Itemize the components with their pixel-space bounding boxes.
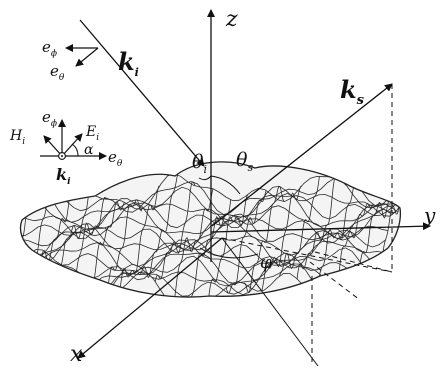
mesh-line (225, 190, 267, 294)
scattered-wave-vector (211, 83, 393, 227)
mesh-line (119, 185, 161, 290)
inset-e-phi-label: eϕ (42, 108, 57, 129)
mesh-line (243, 185, 285, 294)
inset-h-label: Hi (9, 128, 25, 147)
top-e-theta-label: eθ (50, 62, 65, 83)
basis-vectors-top (65, 44, 99, 67)
mesh-line (0, 187, 18, 291)
mesh-line (172, 188, 214, 298)
y-axis-label: y (423, 203, 436, 227)
inset-e-label: Ei (85, 124, 99, 143)
incident-angle-arc (198, 175, 212, 181)
incident-wave-label: ki (118, 47, 139, 79)
inset-alpha-label: α (84, 142, 94, 158)
x-axis-label: x (70, 342, 83, 367)
y-axis-line (210, 222, 431, 233)
mesh-line (208, 193, 249, 298)
inset-k-label: ki (56, 165, 71, 187)
mesh-line (154, 181, 196, 282)
mesh-line (279, 176, 320, 277)
azimuth-angle-arc (199, 247, 259, 259)
axes (77, 9, 431, 367)
incident-wave-vector (79, 19, 205, 167)
mesh-line (137, 174, 178, 279)
projection-lines (221, 84, 393, 362)
scattered-wave-label: ks (340, 75, 365, 108)
x-axis-line (77, 237, 223, 359)
mesh-line (101, 199, 143, 295)
inset-e-theta-label: eθ (108, 148, 123, 169)
z-axis-label: z (225, 7, 238, 32)
incident-angle-label: θi (192, 151, 207, 176)
mesh-line (296, 175, 338, 279)
lower-ray-line (221, 237, 319, 367)
polarization-inset (40, 119, 107, 160)
mesh-line (261, 185, 302, 292)
mesh-line (314, 181, 356, 294)
scattered-angle-arc (210, 175, 241, 195)
scattered-angle-label: θs (236, 149, 253, 174)
azimuth-angle-label: φ (260, 253, 272, 273)
top-e-phi-label: eϕ (42, 38, 57, 59)
